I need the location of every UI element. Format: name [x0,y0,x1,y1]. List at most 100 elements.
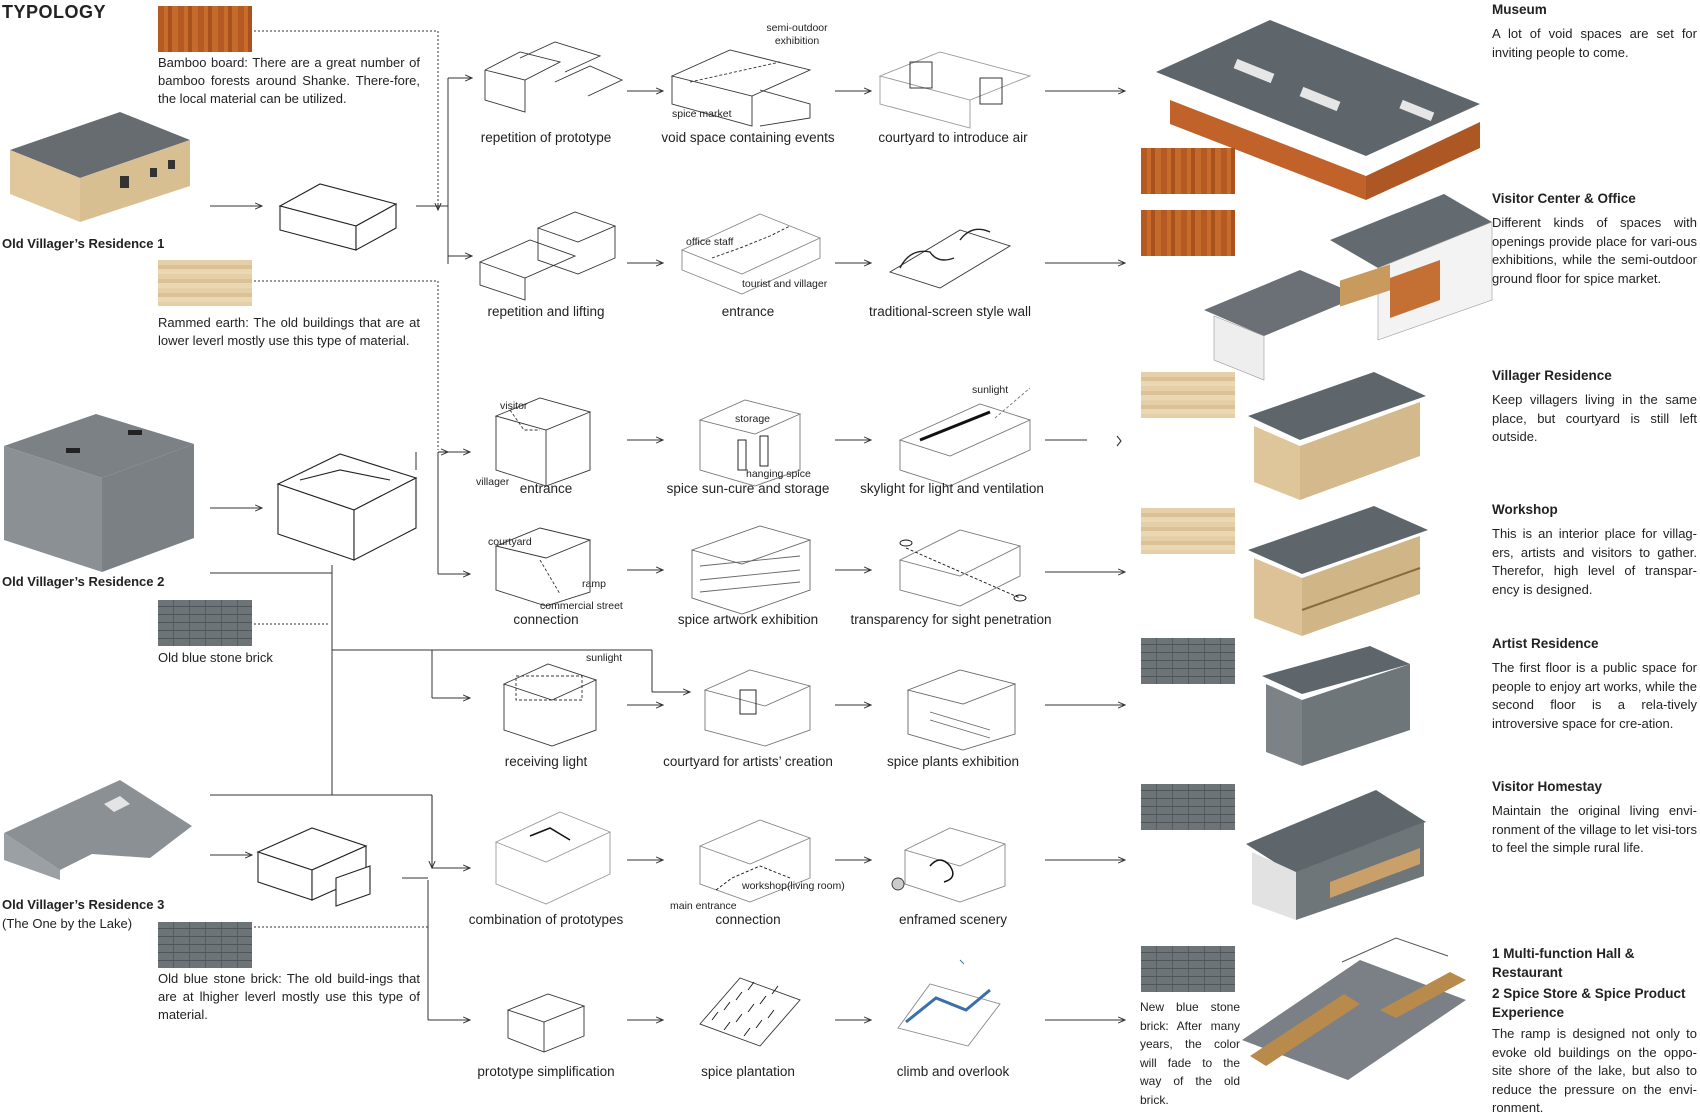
visitor-center-render [1204,194,1493,381]
material-text-bamboo: Bamboo board: There are a great number o… [158,55,420,106]
annotation-label: workshop(living room) [742,880,845,892]
step-caption: void space containing events [661,130,835,145]
step-caption: receiving light [504,754,588,769]
annotation-label: spice market [672,108,732,120]
stone-swatch [1141,946,1235,992]
function-title-artist-residence: Artist Residence [1492,636,1599,651]
source-sub-3: (The One by the Lake) [2,916,133,931]
new-brick-text: New blue stone brick: After many years, … [1140,1000,1240,1107]
function-title-spice-store: 2 Spice Store & Spice Product Experience [1492,986,1686,1020]
source-name-2: Old Villager’s Residence 2 [2,574,165,589]
step-caption: skylight for light and ventilation [860,481,1044,496]
annotation-label: main entrance [670,900,737,912]
annotation-label: sunlight [586,652,623,664]
residence-2-image [4,414,194,572]
stone-swatch [1141,638,1235,684]
sketch-connection [494,527,592,607]
step-caption: courtyard to introduce air [878,130,1028,145]
sketch-sun-cure-storage [698,399,802,487]
step-sketches [478,41,1032,1053]
function-desc: Different kinds of spaces with openings … [1492,215,1697,286]
page-title: TYPOLOGY [2,2,107,22]
annotation-label: storage [735,413,771,425]
function-title-visitor-homestay: Visitor Homestay [1492,779,1603,794]
material-text-stone-2: Old blue stone brick: The old build-ings… [158,971,420,1022]
step-caption: prototype simplification [477,1064,615,1079]
annotation-label: visitor [500,400,528,412]
material-text-stone-1: Old blue stone brick [158,650,273,665]
step-caption: climb and overlook [896,1064,1010,1079]
annotation-label: commercial street [540,600,623,612]
annotation-label: tourist and villager [742,278,828,290]
sketch-artists-courtyard [703,669,812,747]
function-title-workshop: Workshop [1492,502,1558,517]
annotation-label: courtyard [488,536,532,548]
stone-swatch-1 [158,600,252,646]
sketch-void-space [670,49,812,127]
prototype-box-2 [276,453,418,561]
function-desc: The ramp is designed not only to evoke o… [1492,1026,1697,1115]
rammed-earth-swatch [1141,372,1235,418]
sketch-connection-2 [698,819,812,903]
annotation-label: ramp [582,578,606,590]
annotation-label: office staff [686,236,734,248]
source-name-1: Old Villager’s Residence 1 [2,236,165,251]
sketch-skylight [898,387,1032,487]
function-title-museum: Museum [1492,2,1547,17]
bamboo-swatch [1141,210,1235,256]
step-caption: transparency for sight penetration [850,612,1052,627]
sketch-courtyard-air [878,51,1032,129]
residence-3-image [4,780,192,880]
sketch-spice-plants [906,669,1017,751]
sketch-enframed-scenery [891,827,1007,903]
villager-residence-render [1248,372,1426,500]
function-desc: Keep villagers living in the same place,… [1492,392,1697,444]
step-caption: entrance [721,304,775,319]
annotation-label: villager [476,476,510,488]
function-title-villager-residence: Villager Residence [1492,368,1612,383]
sketch-repetition-of-prototype [484,41,624,113]
sketch-repetition-lifting [478,211,617,301]
sketch-combination [494,811,612,905]
sketch-climb-overlook [897,959,1001,1047]
step-caption: combination of prototypes [468,912,624,927]
sketch-sight-penetration [898,529,1027,607]
annotation-label: semi-outdoor exhibition [766,22,828,47]
step-caption: connection [715,912,781,927]
bamboo-swatch [158,6,252,52]
sketch-plantation [699,977,801,1047]
sketch-screen-wall [888,228,1012,289]
visitor-homestay-render [1246,790,1426,920]
stone-swatch-2 [158,922,252,968]
workshop-render [1248,506,1428,636]
rammed-earth-swatch [1141,508,1235,554]
function-desc: A lot of void spaces are set for invitin… [1492,26,1697,60]
step-caption: repetition of prototype [480,130,612,145]
function-title-visitor-center: Visitor Center & Office [1492,191,1636,206]
prototype-box-3 [256,827,371,907]
step-caption: repetition and lifting [487,304,605,319]
source-name-3: Old Villager’s Residence 3 [2,897,165,912]
function-title-hall: 1 Multi-function Hall & Restaurant [1492,946,1635,980]
prototype-box-1 [278,183,398,251]
step-caption: spice artwork exhibition [677,612,819,627]
step-caption: spice sun-cure and storage [666,481,830,496]
function-desc: The first floor is a public space for pe… [1492,660,1697,731]
annotation-label: hanging spice [746,468,811,480]
sketch-entrance-office [680,213,822,295]
stone-swatch [1141,784,1235,830]
step-caption: entrance [519,481,573,496]
artist-residence-render [1262,264,1410,766]
material-text-earth: Rammed earth: The old buildings that are… [158,315,420,348]
residence-1-image [10,112,190,222]
step-caption: courtyard for artists’ creation [663,754,833,769]
sketch-artwork-exhibition [690,525,812,615]
sketch-receiving-light [502,663,598,747]
step-caption: enframed scenery [898,912,1008,927]
rammed-earth-swatch [158,260,252,306]
annotation-label: sunlight [972,384,1009,396]
sketch-entrance-visitor [494,397,592,487]
function-desc: This is an interior place for villag-ers… [1492,526,1697,597]
museum-render [1156,20,1480,200]
